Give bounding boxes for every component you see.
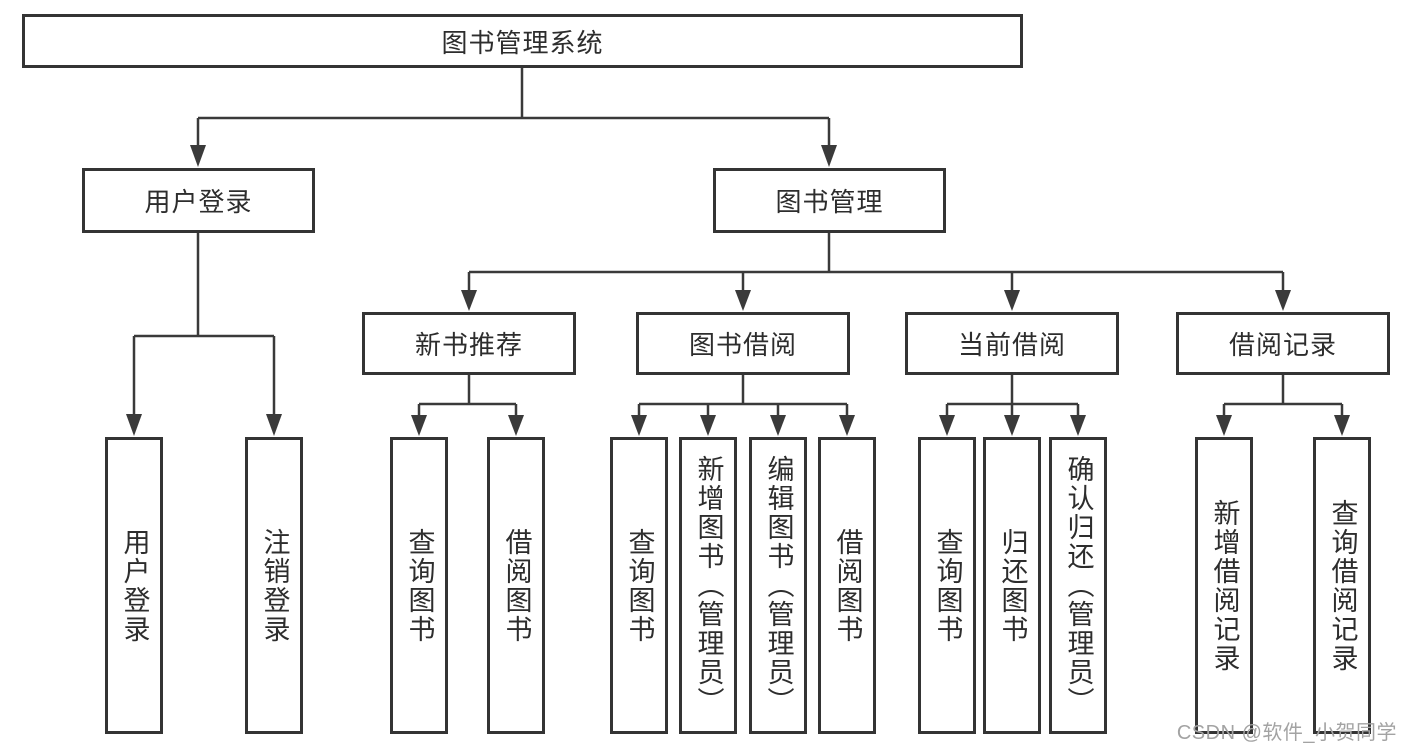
node-borrowing-records-label: 借阅记录 — [1228, 330, 1337, 360]
leaf-borrow-books-label: 借阅图书 — [832, 527, 863, 644]
leaf-query-books-current: 查询图书 — [918, 437, 976, 734]
node-book-management: 图书管理 — [713, 168, 946, 233]
leaf-query-books-recommend-label: 查询图书 — [404, 527, 435, 644]
csdn-watermark: CSDN @软件_小贺同学 — [1176, 722, 1397, 744]
leaf-add-borrow-record-label: 新增借阅记录 — [1209, 498, 1240, 673]
node-new-book-recommendation: 新书推荐 — [362, 312, 576, 375]
node-current-borrowing: 当前借阅 — [905, 312, 1119, 375]
leaf-edit-books-admin: 编辑图书（管理员） — [749, 437, 807, 734]
leaf-query-books-borrow-label: 查询图书 — [624, 527, 655, 644]
leaf-query-books-current-label: 查询图书 — [932, 527, 963, 644]
node-root: 图书管理系统 — [22, 14, 1023, 68]
leaf-query-borrow-record-label: 查询借阅记录 — [1327, 498, 1358, 673]
node-user-login-label: 用户登录 — [144, 187, 253, 217]
leaf-edit-books-admin-label: 编辑图书（管理员） — [763, 455, 794, 716]
node-root-label: 图书管理系统 — [441, 27, 604, 58]
leaf-confirm-return-admin-label: 确认归还（管理员） — [1063, 455, 1094, 716]
node-book-management-label: 图书管理 — [775, 187, 884, 217]
node-user-login: 用户登录 — [82, 168, 315, 233]
leaf-confirm-return-admin: 确认归还（管理员） — [1049, 437, 1107, 734]
leaf-user-login-label: 用户登录 — [119, 527, 150, 644]
leaf-borrow-books-recommend-label: 借阅图书 — [501, 527, 532, 644]
leaf-logout: 注销登录 — [245, 437, 303, 734]
leaf-borrow-books-recommend: 借阅图书 — [487, 437, 545, 734]
leaf-logout-label: 注销登录 — [259, 527, 290, 644]
leaf-query-books-recommend: 查询图书 — [390, 437, 448, 734]
leaf-add-borrow-record: 新增借阅记录 — [1195, 437, 1253, 734]
leaf-add-books-admin: 新增图书（管理员） — [679, 437, 737, 734]
leaf-query-books-borrow: 查询图书 — [610, 437, 668, 734]
leaf-return-books-label: 归还图书 — [997, 527, 1028, 644]
leaf-return-books: 归还图书 — [983, 437, 1041, 734]
leaf-add-books-admin-label: 新增图书（管理员） — [693, 455, 724, 716]
node-book-borrowing-label: 图书借阅 — [688, 330, 797, 360]
node-new-book-recommendation-label: 新书推荐 — [414, 330, 523, 360]
node-borrowing-records: 借阅记录 — [1176, 312, 1390, 375]
node-current-borrowing-label: 当前借阅 — [957, 330, 1066, 360]
leaf-query-borrow-record: 查询借阅记录 — [1313, 437, 1371, 734]
leaf-user-login: 用户登录 — [105, 437, 163, 734]
leaf-borrow-books: 借阅图书 — [818, 437, 876, 734]
node-book-borrowing: 图书借阅 — [636, 312, 850, 375]
